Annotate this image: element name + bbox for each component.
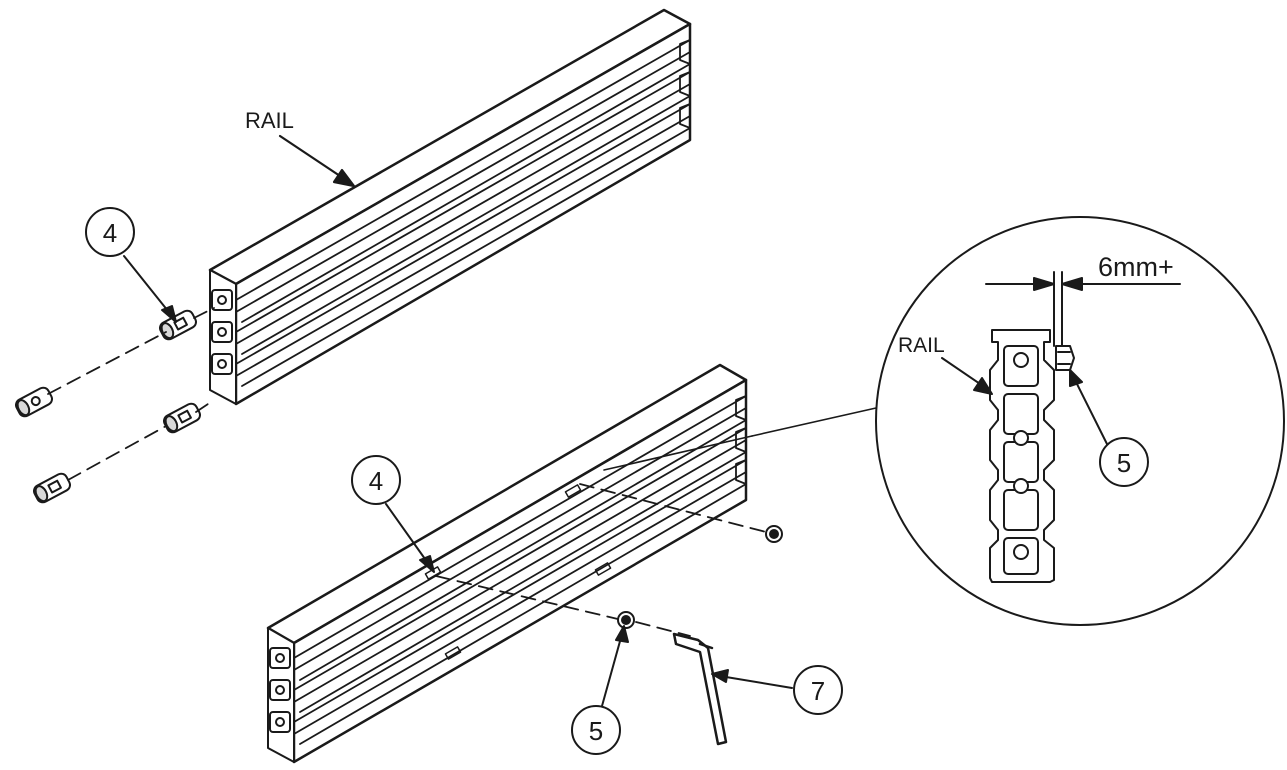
upper-rail (208, 8, 692, 406)
callout-number-4-middle: 4 (369, 466, 383, 496)
t-nut-parts (14, 309, 202, 504)
callout-number-4-top: 4 (103, 218, 117, 248)
screw-1 (765, 525, 783, 543)
callout-number-7: 7 (811, 676, 825, 706)
lower-rail (266, 363, 748, 764)
rail-label-top: RAIL (245, 108, 294, 133)
hex-key (672, 632, 728, 746)
callout-number-5-detail: 5 (1117, 448, 1131, 478)
detail-view (603, 216, 1285, 626)
rail-profile-section (989, 329, 1075, 583)
t-nut-4 (32, 472, 72, 504)
screw-2 (617, 611, 635, 629)
callout-circle-4-top (85, 207, 135, 257)
t-nut-3 (162, 402, 202, 434)
callout-circle-7 (793, 665, 843, 715)
callout-circle-4-middle (351, 455, 401, 505)
dimension-6mm (985, 271, 1181, 347)
t-nut-2 (14, 386, 54, 418)
screw-parts (617, 525, 783, 629)
callout-circle-5-detail (1099, 437, 1149, 487)
assembly-paths (47, 307, 767, 637)
callout-balloons (85, 207, 1149, 755)
callout-circle-5-bottom (571, 705, 621, 755)
text-labels: RAIL RAIL 6mm+ 4 4 5 5 7 (103, 108, 1174, 746)
callout-number-5-bottom: 5 (589, 716, 603, 746)
rail-label-detail: RAIL (898, 334, 945, 357)
dimension-label: 6mm+ (1098, 252, 1174, 282)
t-nut-1 (158, 309, 198, 341)
